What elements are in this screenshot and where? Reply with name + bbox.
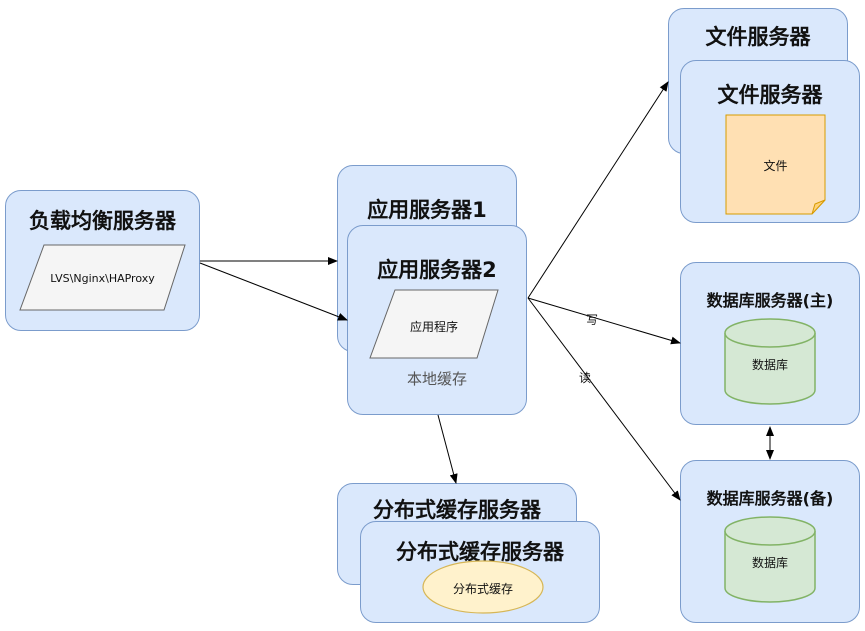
app-server-2-title: 应用服务器2 xyxy=(377,258,497,282)
edge-read-label: 读 xyxy=(579,371,592,385)
cache-server-front-title: 分布式缓存服务器 xyxy=(396,540,564,564)
file-note-fold xyxy=(811,199,826,215)
db-master-title: 数据库服务器(主) xyxy=(706,291,834,310)
file-server-front-title: 文件服务器 xyxy=(717,83,823,107)
db-master-label: 数据库 xyxy=(751,358,788,372)
db-backup-cylinder xyxy=(724,516,816,603)
edge-write-label: 写 xyxy=(586,313,599,327)
file-server-back-title: 文件服务器 xyxy=(705,25,811,49)
edge-app-to-db-backup xyxy=(527,297,681,501)
edge-lb-to-app2 xyxy=(199,262,348,321)
cache-server-back-title: 分布式缓存服务器 xyxy=(373,498,541,522)
edge-app-to-db-master xyxy=(527,297,681,345)
app-program-label: 应用程序 xyxy=(409,320,458,334)
cache-ellipse xyxy=(422,560,544,614)
db-master-cylinder xyxy=(724,318,816,405)
app-server-1-title: 应用服务器1 xyxy=(367,198,487,222)
db-backup-label: 数据库 xyxy=(751,556,788,570)
db-backup-title: 数据库服务器(备) xyxy=(706,489,834,508)
file-label: 文件 xyxy=(763,159,788,173)
app-program-shape xyxy=(369,289,499,359)
edge-app-to-cache xyxy=(437,414,458,484)
local-cache-label: 本地缓存 xyxy=(406,370,467,388)
load-balancer-software-shape xyxy=(19,244,186,311)
load-balancer-title: 负载均衡服务器 xyxy=(29,209,176,233)
load-balancer-software-label: LVS\Nginx\HAProxy xyxy=(50,272,155,285)
cache-label: 分布式缓存 xyxy=(452,582,513,596)
edge-app-to-file xyxy=(527,81,669,299)
